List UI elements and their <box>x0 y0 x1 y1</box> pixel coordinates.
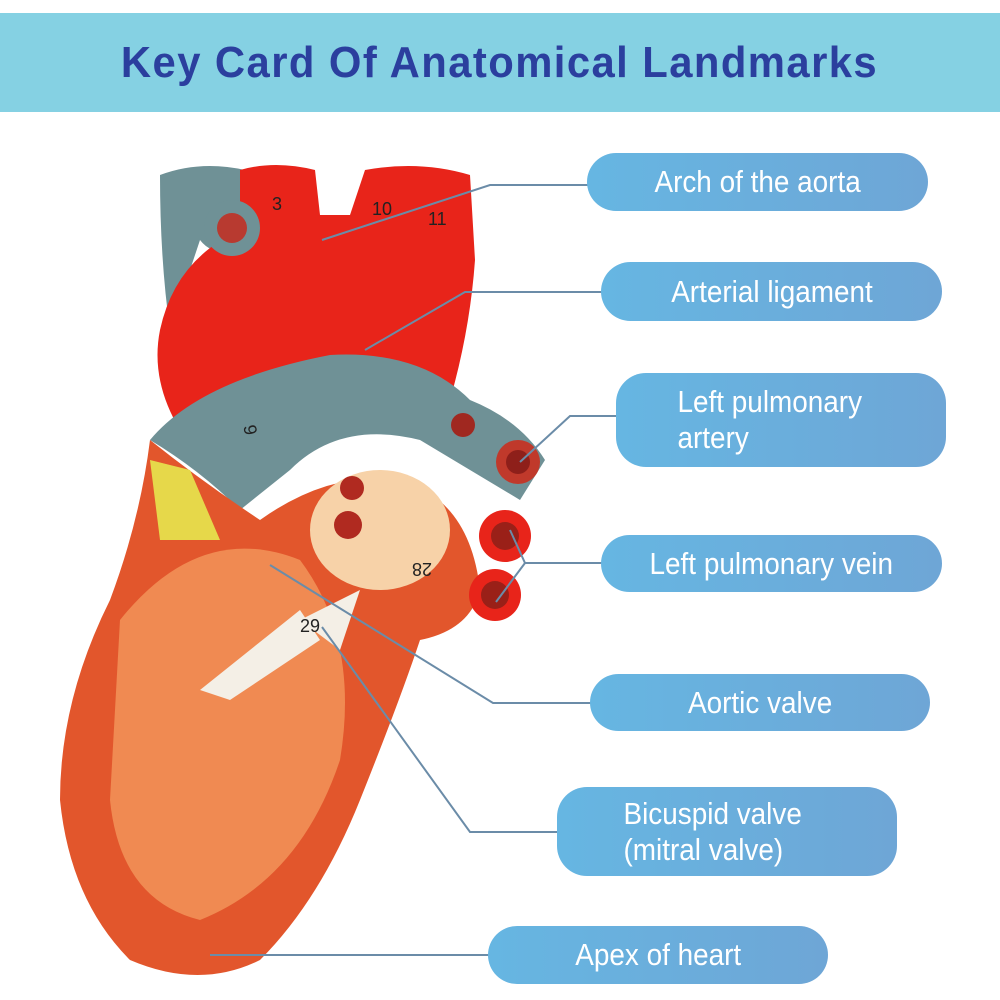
label-bicuspid-valve: Bicuspid valve (mitral valve) <box>557 787 897 876</box>
label-arterial-ligament: Arterial ligament <box>601 262 942 321</box>
label-text: Aortic valve <box>687 684 833 720</box>
title-banner: Key Card Of Anatomical Landmarks <box>0 13 1000 112</box>
label-text: Bicuspid valve (mitral valve) <box>623 795 802 867</box>
label-text: Left pulmonary artery <box>677 384 863 455</box>
model-number: 28 <box>412 559 432 579</box>
label-aortic-valve: Aortic valve <box>590 674 930 731</box>
label-text: Arterial ligament <box>670 273 873 309</box>
model-number: 29 <box>300 616 320 636</box>
label-apex-of-heart: Apex of heart <box>488 926 828 984</box>
pulmonary-trunk <box>150 354 545 510</box>
model-number: 3 <box>272 194 282 214</box>
leader-line-left-pulmonary-artery <box>519 415 617 463</box>
label-text: Left pulmonary vein <box>649 545 894 581</box>
label-left-pulmonary-vein: Left pulmonary vein <box>601 535 942 592</box>
model-number: 11 <box>428 209 447 229</box>
page-title: Key Card Of Anatomical Landmarks <box>121 37 879 87</box>
leader-line-arch-of-aorta <box>321 184 590 241</box>
model-number: 9 <box>239 423 260 436</box>
leader-line-left-pulmonary-vein-lower <box>495 562 526 603</box>
label-left-pulmonary-artery: Left pulmonary artery <box>616 373 946 467</box>
label-text: Apex of heart <box>575 937 741 972</box>
leader-line-arterial-ligament <box>364 291 602 351</box>
leader-line-bicuspid-valve <box>321 626 558 833</box>
label-arch-of-aorta: Arch of the aorta <box>587 153 928 211</box>
label-text: Arch of the aorta <box>654 164 861 199</box>
model-number: 10 <box>372 199 392 219</box>
leader-line-aortic-valve <box>269 564 592 704</box>
